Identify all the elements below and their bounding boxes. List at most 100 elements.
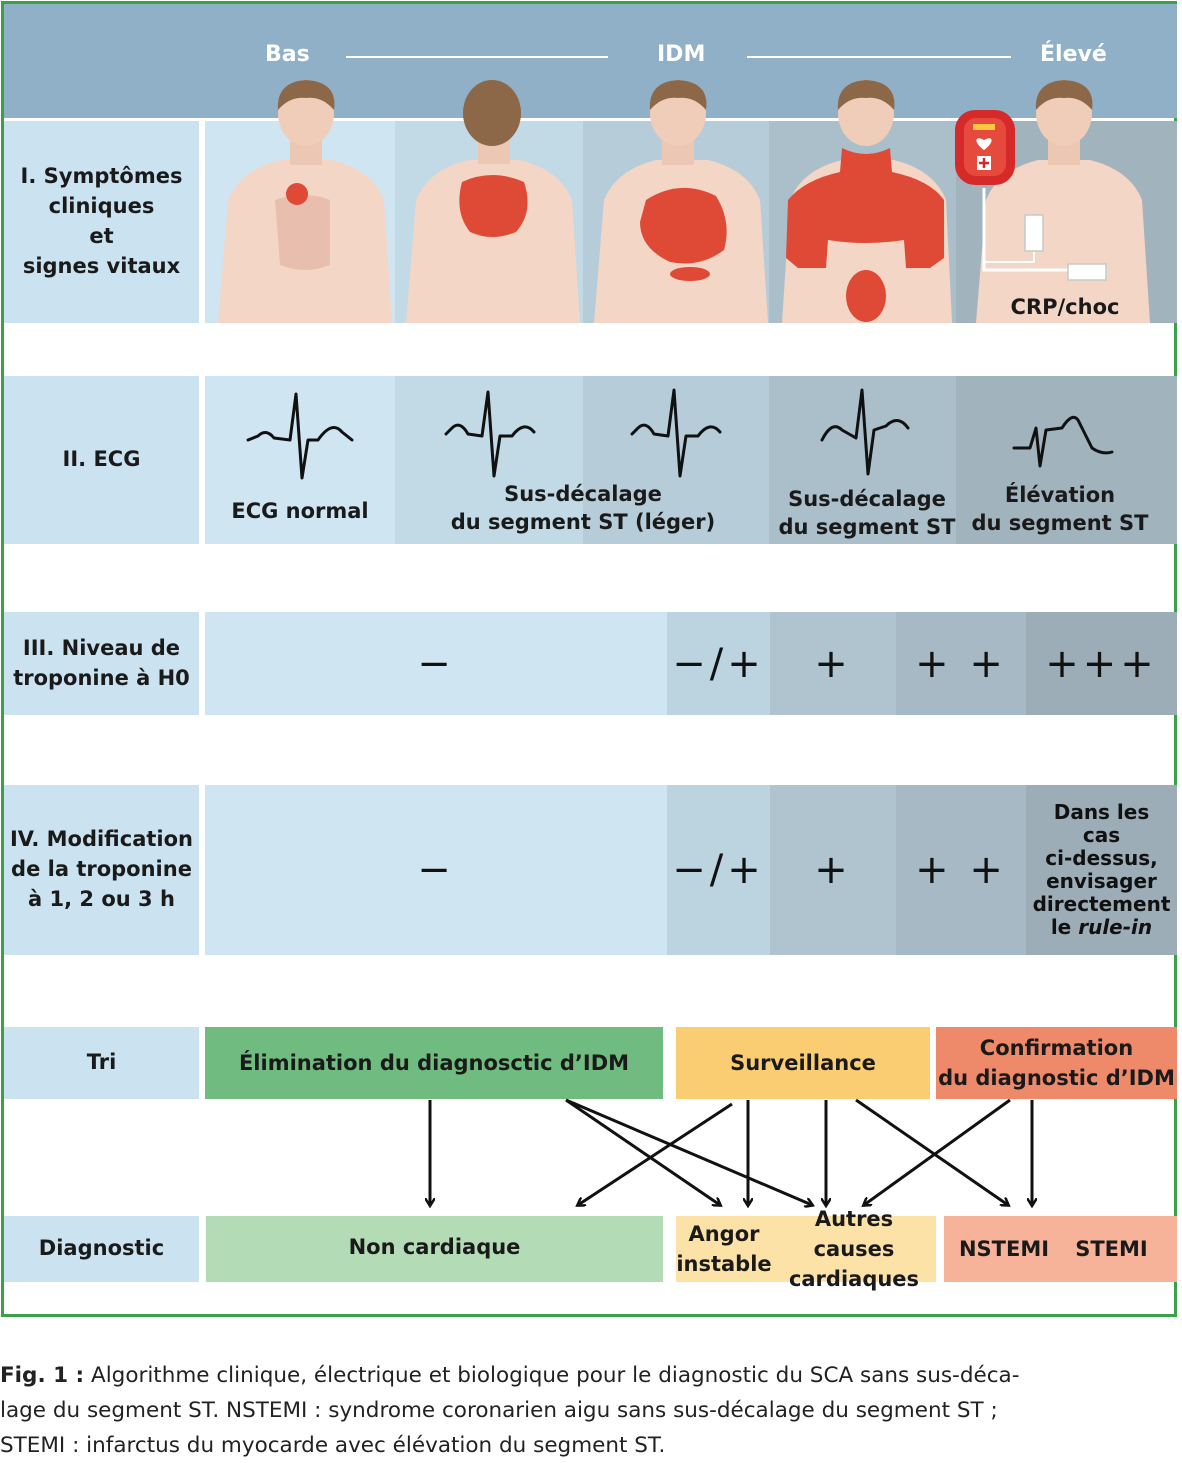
ecg-elevation-line1: Élévation <box>1004 483 1116 507</box>
rule-in-note-line2: cas <box>1082 823 1121 847</box>
troponin-h0-row-label: III. Niveau de troponine à H0 <box>4 612 199 715</box>
rule-in-line1: Confirmation <box>979 1035 1134 1060</box>
figure-caption: Fig. 1 : Algorithme clinique, électrique… <box>0 1358 1182 1463</box>
ecg-mild-st-label: Sus-décalage du segment ST (léger) <box>440 480 726 537</box>
caption-line3: STEMI : infarctus du myocarde avec éléva… <box>0 1433 666 1458</box>
rule-out-box: Élimination du diagnosctic d’IDM <box>205 1027 663 1099</box>
ecg-trace-mild-1 <box>444 390 536 478</box>
electrode-pad-2 <box>1067 263 1107 281</box>
unstable-angina-line1: Angor <box>688 1222 760 1246</box>
crp-shock-label: CRP/choc <box>1010 295 1120 319</box>
symptoms-label-line1: I. Symptômes <box>20 164 183 189</box>
rule-in-diagnosis-box: NSTEMI STEMI <box>944 1216 1177 1282</box>
patients-illustration <box>218 80 1150 323</box>
rule-in-term: rule-in <box>1078 915 1153 939</box>
rule-in-note: Dans les cas ci-dessus, envisager direct… <box>1026 785 1177 955</box>
rule-in-note-line5: directement <box>1032 892 1171 916</box>
non-cardiac-box: Non cardiaque <box>206 1216 663 1282</box>
ecg-mild-st-line1: Sus-décalage <box>504 482 662 506</box>
other-cardiac-label: Autres causes cardiaques <box>772 1207 936 1291</box>
troponin-h0-positive: + <box>770 612 896 715</box>
ecg-elevation-line2: du segment ST <box>971 511 1149 536</box>
ecg-trace-mild-2 <box>630 388 722 478</box>
rule-in-note-line1: Dans les <box>1053 800 1150 824</box>
patient-5-icon <box>976 80 1150 323</box>
severity-line-left <box>346 56 608 58</box>
arrow-observe-nstemi <box>855 1098 1008 1205</box>
caption-text-1: Algorithme clinique, électrique et biolo… <box>84 1363 1020 1388</box>
pain-spot-back <box>459 175 528 237</box>
patient-1-icon <box>218 80 392 323</box>
pain-spot-epigastric <box>670 267 710 281</box>
observe-box: Surveillance <box>676 1027 930 1099</box>
troponin-change-row-label: IV. Modification de la troponine à 1, 2 … <box>4 785 199 955</box>
ecg-trace-elevation <box>1012 415 1114 468</box>
ecg-st-label: Sus-décalage du segment ST <box>769 485 965 542</box>
triage-row-label: Tri <box>4 1027 199 1099</box>
unstable-angina-label: Angor instable <box>676 1219 772 1279</box>
arrow-ruleout-angor <box>565 1098 720 1205</box>
pain-spot-chest <box>640 187 727 264</box>
patient-3-icon <box>594 80 768 323</box>
caption-line1: Fig. 1 : Algorithme clinique, électrique… <box>0 1358 1182 1393</box>
troponin-change-label-line2: de la troponine <box>11 857 192 882</box>
caption-figure-number: Fig. 1 : <box>0 1363 85 1388</box>
troponin-h0-label-line2: troponine à H0 <box>13 665 190 690</box>
ecg-elevation-label: Élévation du segment ST <box>960 481 1160 538</box>
symptoms-row-label: I. Symptômes cliniques et signes vitaux <box>4 121 199 323</box>
troponin-h0-negative: − <box>205 612 667 715</box>
severity-header: Bas IDM Élevé <box>4 4 1177 118</box>
troponin-h0-positive-2: + + <box>896 612 1026 715</box>
ecg-row-label: II. ECG <box>4 376 199 544</box>
severity-line-right <box>747 56 1011 58</box>
observe-diagnosis-box: Angor instable Autres causes cardiaques <box>676 1207 936 1291</box>
ecg-cell-5 <box>956 376 1177 544</box>
ecg-normal-label: ECG normal <box>231 499 369 523</box>
severity-high-label: Élevé <box>1040 42 1107 67</box>
ecg-st-line1: Sus-décalage <box>788 487 946 511</box>
troponin-change-label-line3: à 1, 2 ou 3 h <box>28 886 175 911</box>
rule-in-note-line3: ci-dessus, <box>1045 846 1158 870</box>
patient-4-icon <box>782 80 952 323</box>
arrow-observe-noncardiac <box>578 1102 733 1205</box>
rule-in-box: Confirmation du diagnostic d’IDM <box>936 1027 1177 1099</box>
ecg-trace-normal <box>246 392 354 480</box>
ecg-st-line2: du segment ST <box>778 515 956 540</box>
troponin-change-negative: − <box>205 785 667 955</box>
patient-2-icon <box>406 80 580 323</box>
pain-spot-abdomen <box>846 270 886 322</box>
troponin-change-label-line1: IV. Modification <box>9 827 193 852</box>
troponin-h0-label-line1: III. Niveau de <box>22 635 181 660</box>
defibrillator-icon <box>955 110 1015 185</box>
caption-line2: lage du segment ST. NSTEMI : syndrome co… <box>0 1398 998 1423</box>
troponin-change-positive: + <box>770 785 896 955</box>
rule-in-note-line6: le rule-in <box>1033 916 1171 939</box>
stemi-label: STEMI <box>1075 1236 1148 1261</box>
arrow-ruleout-other <box>565 1098 812 1205</box>
troponin-change-positive-2: + + <box>896 785 1026 955</box>
troponin-h0-positive-3: +++ <box>1026 612 1177 715</box>
unstable-angina-line2: instable <box>676 1252 772 1276</box>
diagnosis-row-label: Diagnostic <box>4 1216 199 1282</box>
rule-in-note-line4: envisager <box>1046 869 1157 893</box>
arrow-rulein-other <box>864 1098 1011 1205</box>
other-cardiac-line2: cardiaques <box>788 1267 920 1291</box>
rule-in-note-prefix: le <box>1050 915 1079 939</box>
symptoms-label-line4: signes vitaux <box>22 253 181 278</box>
ecg-trace-st <box>820 388 910 476</box>
rule-in-line2: du diagnostic d’IDM <box>938 1066 1175 1090</box>
severity-middle-label: IDM <box>657 42 706 67</box>
triage-arrows <box>0 1098 1182 1230</box>
ecg-mild-st-line2: du segment ST (léger) <box>450 510 716 535</box>
other-cardiac-line1: Autres causes <box>813 1207 895 1261</box>
troponin-h0-borderline: −/+ <box>667 612 770 715</box>
ecg-traces <box>246 388 1114 480</box>
electrode-pad-1 <box>1024 214 1044 252</box>
severity-low-label: Bas <box>265 42 310 67</box>
nstemi-label: NSTEMI <box>958 1236 1050 1261</box>
symptoms-label-line2: cliniques <box>48 194 155 219</box>
pain-spot-upper-body <box>786 148 944 268</box>
pain-spot-throat <box>286 183 308 205</box>
symptoms-label-line3: et <box>89 224 114 248</box>
troponin-change-borderline: −/+ <box>667 785 770 955</box>
